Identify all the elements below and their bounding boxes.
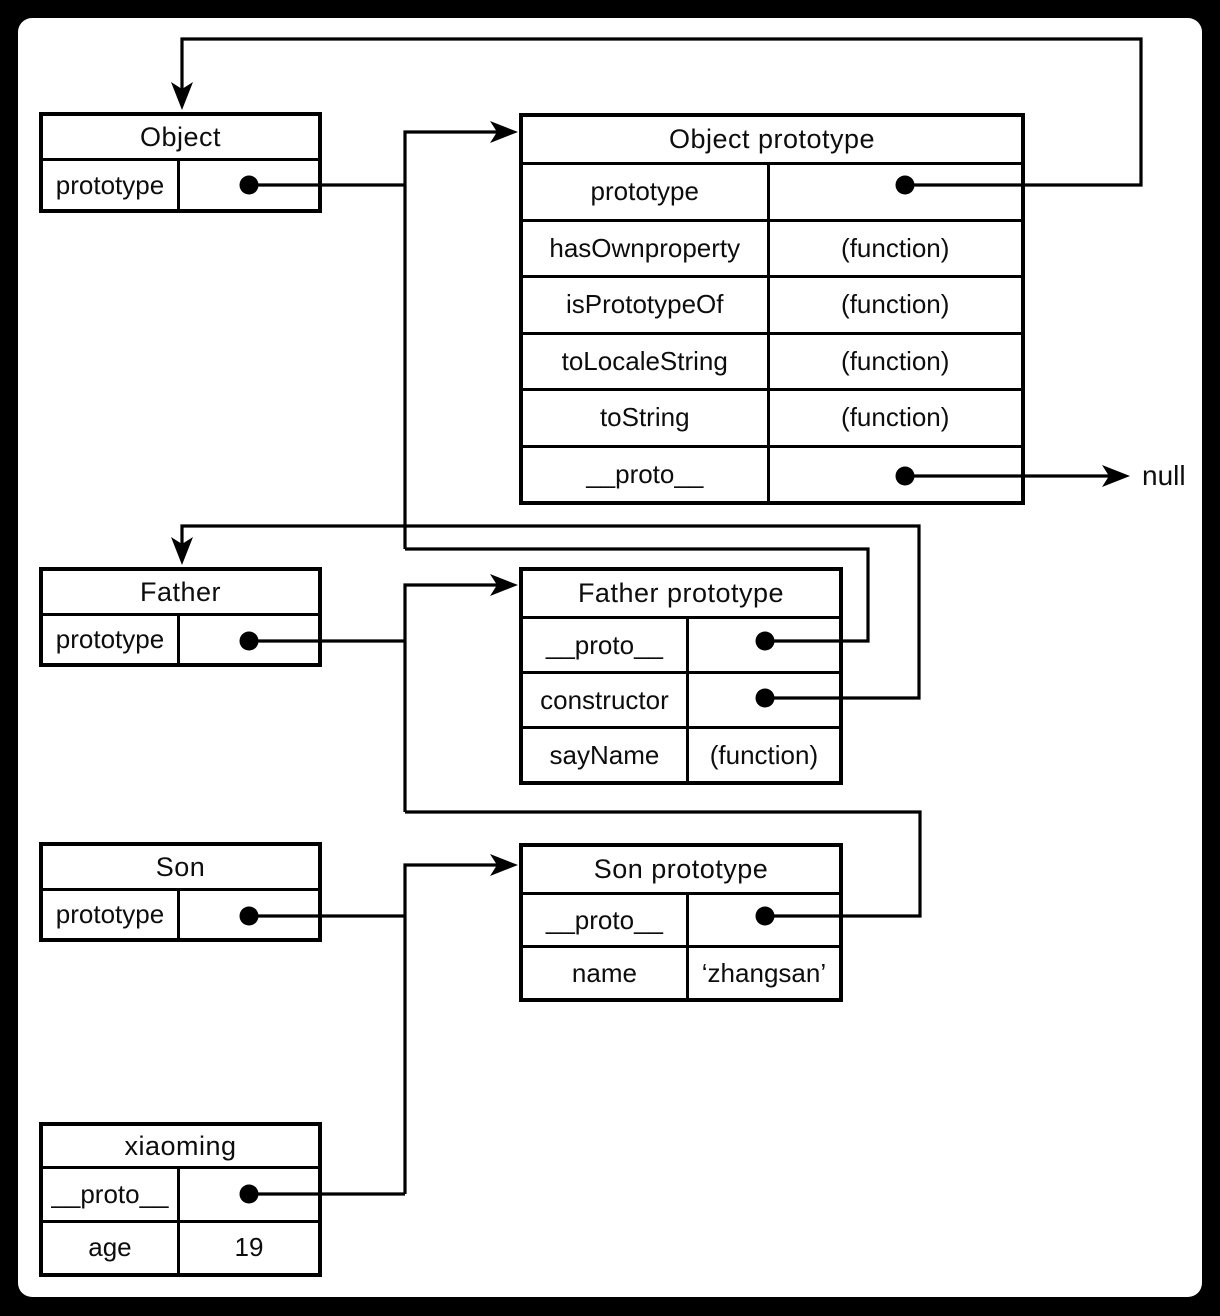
son-prototype-box-title: Son prototype [523, 847, 839, 895]
objproto-isprototypeof-key: isPrototypeOf [523, 278, 770, 332]
objproto-isprototypeof-value: (function) [841, 289, 950, 320]
table-row: name ‘zhangsan’ [523, 945, 839, 998]
null-label: null [1142, 460, 1186, 491]
fatherproto-sayname-key: sayName [523, 729, 689, 781]
table-row: __proto__ [523, 444, 1021, 502]
objproto-prototype-key: prototype [523, 165, 770, 219]
son-box: Son prototype [39, 842, 322, 942]
object-box: Object prototype [39, 112, 322, 213]
object-prototype-box: Object prototype prototype hasOwnpropert… [519, 113, 1025, 505]
sonproto-name-key: name [523, 948, 689, 998]
xiaoming-proto-key: __proto__ [43, 1169, 180, 1220]
fatherproto-proto-key: __proto__ [523, 619, 689, 671]
object-prototype-box-title: Object prototype [523, 117, 1021, 165]
fatherproto-proto-value [689, 619, 839, 671]
objproto-proto-key: __proto__ [523, 447, 770, 501]
son-prototype-box: Son prototype __proto__ name ‘zhangsan’ [519, 843, 843, 1002]
objproto-hasownproperty-value: (function) [841, 232, 950, 263]
objproto-proto-value [770, 448, 1021, 502]
table-row: sayName (function) [523, 726, 839, 781]
xiaoming-proto-value [180, 1169, 318, 1220]
xiaoming-age-key: age [43, 1222, 180, 1273]
father-box: Father prototype [39, 567, 322, 667]
table-row: __proto__ [523, 619, 839, 671]
object-box-title: Object [43, 116, 318, 161]
objproto-tostring-value: (function) [841, 402, 950, 433]
sonproto-proto-key: __proto__ [523, 895, 689, 945]
xiaoming-box-title: xiaoming [43, 1126, 318, 1169]
table-row: toLocaleString (function) [523, 331, 1021, 388]
objproto-tostring-key: toString [523, 391, 770, 445]
table-row: toString (function) [523, 388, 1021, 445]
table-row: prototype [43, 161, 318, 209]
son-prototype-key: prototype [43, 891, 180, 938]
fatherproto-constructor-value [689, 674, 839, 726]
table-row: age 19 [43, 1219, 318, 1273]
object-prototype-key: prototype [43, 161, 180, 209]
xiaoming-box: xiaoming __proto__ age 19 [39, 1122, 322, 1277]
father-prototype-box-title: Father prototype [523, 571, 839, 619]
son-box-title: Son [43, 846, 318, 891]
son-prototype-value [180, 891, 318, 938]
table-row: prototype [523, 165, 1021, 219]
father-box-title: Father [43, 571, 318, 616]
table-row: isPrototypeOf (function) [523, 275, 1021, 332]
objproto-tolocalestring-value: (function) [841, 345, 950, 376]
table-row: constructor [523, 671, 839, 726]
table-row: __proto__ [43, 1169, 318, 1220]
table-row: prototype [43, 891, 318, 938]
object-prototype-value [180, 161, 318, 209]
father-prototype-key: prototype [43, 616, 180, 663]
fatherproto-sayname-value: (function) [709, 739, 819, 770]
sonproto-name-value: ‘zhangsan’ [701, 957, 827, 988]
sonproto-proto-value [689, 895, 839, 945]
objproto-tolocalestring-key: toLocaleString [523, 334, 770, 388]
table-row: hasOwnproperty (function) [523, 218, 1021, 275]
objproto-prototype-value [770, 165, 1021, 219]
father-prototype-box: Father prototype __proto__ constructor s… [519, 567, 843, 785]
fatherproto-constructor-key: constructor [523, 674, 689, 726]
table-row: __proto__ [523, 895, 839, 945]
xiaoming-age-value: 19 [234, 1232, 264, 1263]
objproto-hasownproperty-key: hasOwnproperty [523, 221, 770, 275]
father-prototype-value [180, 616, 318, 663]
table-row: prototype [43, 616, 318, 663]
